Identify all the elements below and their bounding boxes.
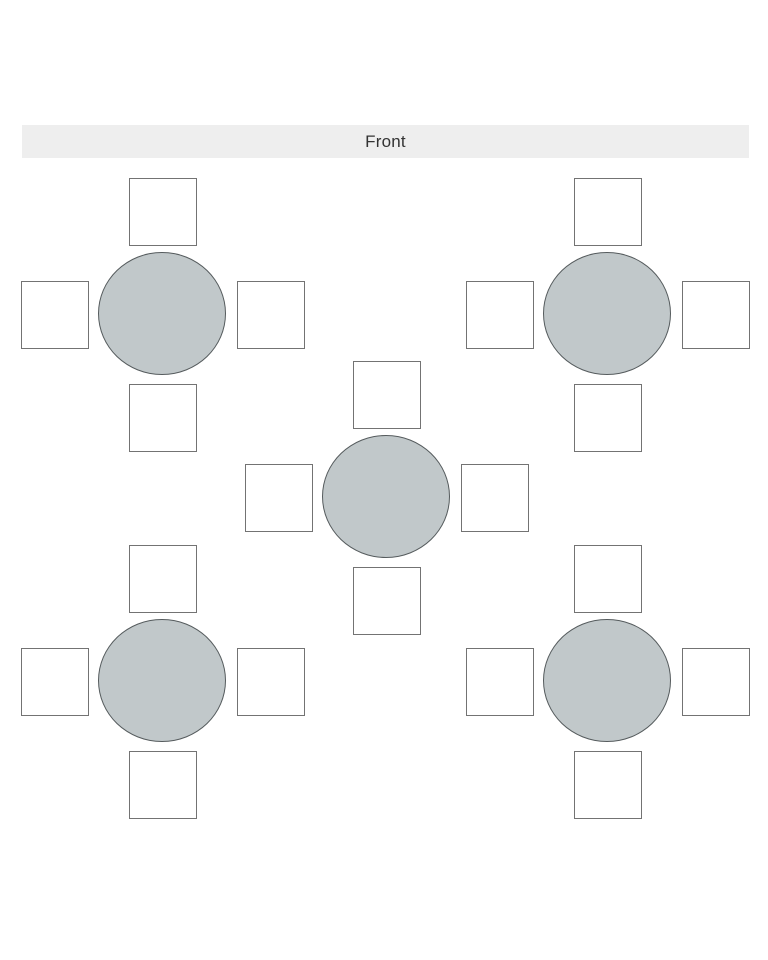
table-bottom-right	[543, 619, 671, 742]
table-top-right-cluster	[466, 178, 751, 452]
table-bottom-left-cluster	[21, 545, 306, 819]
chair-bottom	[574, 384, 642, 452]
chair-right	[682, 281, 750, 349]
chair-left	[245, 464, 313, 532]
chair-bottom	[353, 567, 421, 635]
chair-right	[461, 464, 529, 532]
table-top-left-cluster	[21, 178, 306, 452]
chair-left	[466, 281, 534, 349]
table-center-cluster	[245, 361, 530, 635]
chair-bottom	[574, 751, 642, 819]
table-top-right	[543, 252, 671, 375]
table-top-left	[98, 252, 226, 375]
table-center	[322, 435, 450, 558]
table-bottom-right-cluster	[466, 545, 751, 819]
front-label: Front	[365, 131, 406, 151]
chair-left	[21, 648, 89, 716]
chair-right	[237, 648, 305, 716]
chair-right	[237, 281, 305, 349]
chair-right	[682, 648, 750, 716]
chair-top	[574, 178, 642, 246]
chair-left	[21, 281, 89, 349]
chair-top	[353, 361, 421, 429]
table-bottom-left	[98, 619, 226, 742]
chair-top	[129, 545, 197, 613]
chair-bottom	[129, 384, 197, 452]
chair-top	[129, 178, 197, 246]
front-of-room-bar: Front	[22, 125, 749, 158]
chair-bottom	[129, 751, 197, 819]
chair-top	[574, 545, 642, 613]
chair-left	[466, 648, 534, 716]
